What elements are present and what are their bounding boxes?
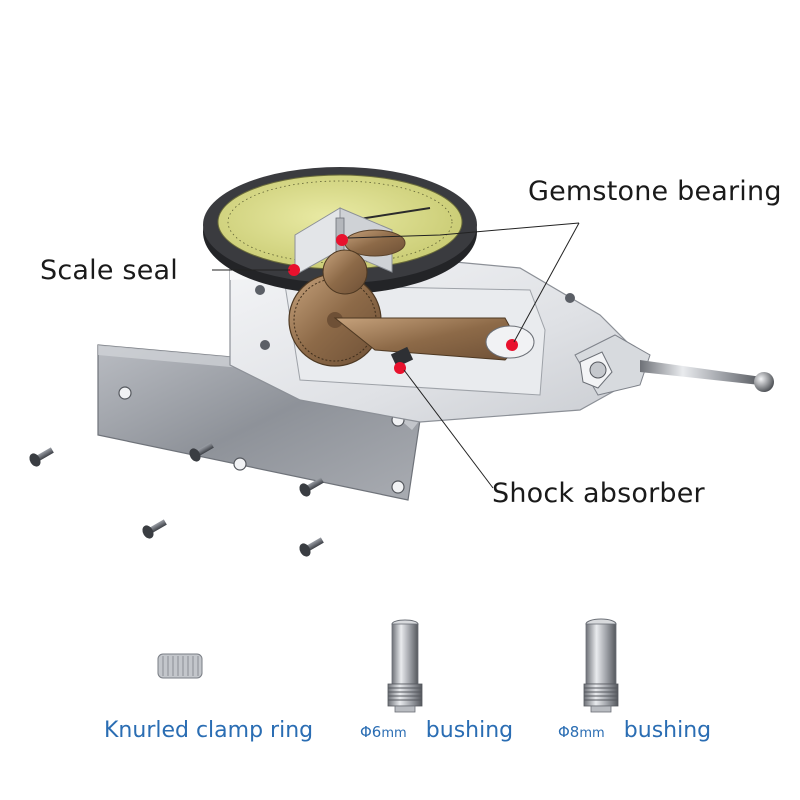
knurled-clamp-ring-label: Knurled clamp ring [104,718,314,743]
leader-lines [212,222,580,489]
bushing-6mm-word: bushing [425,718,514,743]
scale-seal-marker [288,264,300,276]
bushing-6mm-label: Φ6mm bushing [360,718,513,743]
pivot-marker [506,339,518,351]
shock-absorber-label: Shock absorber [492,478,705,509]
bushing-8mm-image [583,618,619,713]
screw [142,519,167,539]
bushing-8mm-unit: mm [579,726,605,741]
bushing-6mm-image [387,619,423,713]
bushing-6mm-unit: mm [381,726,407,741]
bushing-8mm-label: Φ8mm bushing [558,718,711,743]
shock-absorber-marker [394,362,406,374]
gemstone-bearing-marker [336,234,348,246]
contact-stylus [574,334,774,396]
screws [29,442,324,557]
gemstone-bearing-label: Gemstone bearing [528,176,782,207]
screw [29,447,54,467]
bushing-8mm-diameter: Φ8 [558,723,580,741]
bushing-8mm-word: bushing [623,718,712,743]
scale-seal-label: Scale seal [40,255,178,286]
dial [203,167,477,294]
knurled-clamp-ring-image [157,653,203,679]
screw [299,537,324,557]
screw [189,442,214,462]
screw [299,477,324,497]
bushing-6mm-diameter: Φ6 [360,723,382,741]
location-markers [288,234,518,374]
